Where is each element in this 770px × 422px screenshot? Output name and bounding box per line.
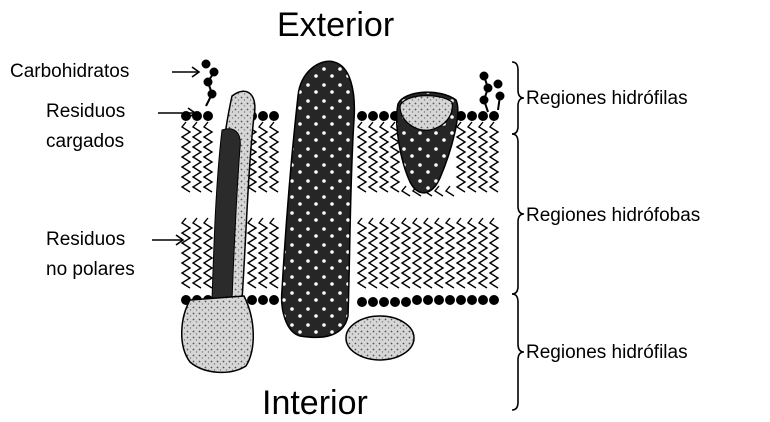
charged-residues-label-line2: cargados <box>46 132 124 151</box>
lipid-tail <box>259 218 267 288</box>
pointer-arrows <box>152 67 199 245</box>
lipid-head <box>357 111 367 121</box>
lipid-head <box>478 111 488 121</box>
charged-residues-label-line1: Residuos <box>46 102 125 121</box>
lipid-tail <box>435 186 443 196</box>
lipid-tail <box>413 218 421 288</box>
lipid-head <box>368 111 378 121</box>
lipid-head <box>379 111 389 121</box>
lipid-head <box>478 295 488 305</box>
lipid-tail <box>380 122 388 192</box>
lipid-tail <box>402 186 410 196</box>
lipid-tail <box>204 122 212 192</box>
lipid-tail <box>479 218 487 288</box>
lipid-tail <box>490 122 498 192</box>
interior-title: Interior <box>262 386 368 420</box>
lipid-tail <box>270 122 278 192</box>
lipid-tail <box>457 218 465 288</box>
lipid-tail <box>446 186 454 196</box>
exterior-title: Exterior <box>277 8 394 42</box>
lipid-head <box>467 111 477 121</box>
lipid-tail <box>468 122 476 192</box>
lipid-tail <box>479 122 487 192</box>
lipid-head <box>379 297 389 307</box>
region-braces <box>512 62 524 410</box>
lipid-head <box>401 297 411 307</box>
lipid-head <box>357 297 367 307</box>
lipid-tail <box>270 218 278 288</box>
lipid-tail <box>369 218 377 288</box>
lipid-tail <box>248 218 256 288</box>
light-protein-bottom <box>346 316 414 360</box>
lipid-tail <box>391 218 399 288</box>
lipid-head <box>412 295 422 305</box>
lipid-head <box>467 295 477 305</box>
carbohydrate-chain-left <box>203 61 218 107</box>
carbohydrates-label: Carbohidratos <box>10 62 129 81</box>
lipid-tail <box>193 218 201 288</box>
lipid-tail <box>490 218 498 288</box>
lipid-tail <box>402 218 410 288</box>
lipid-tail <box>182 218 190 288</box>
lipid-head <box>445 295 455 305</box>
lipid-head <box>258 295 268 305</box>
lipid-head <box>269 111 279 121</box>
lipid-tail <box>380 218 388 288</box>
lipid-tail <box>193 122 201 192</box>
lipid-head <box>434 295 444 305</box>
lipid-head <box>423 295 433 305</box>
nonpolar-residues-label-line2: no polares <box>46 260 135 279</box>
lipid-tail <box>259 122 267 192</box>
lipid-tail <box>435 218 443 288</box>
lipid-tail <box>446 218 454 288</box>
hydrophobic-region-label: Regiones hidrófobas <box>526 206 700 225</box>
lipid-tail <box>182 122 190 192</box>
hydrophilic-region-top-label: Regiones hidrófilas <box>526 89 688 108</box>
carbohydrate-chain-right <box>481 73 504 113</box>
lipid-tail <box>369 122 377 192</box>
light-protein-left-bottom <box>182 296 254 372</box>
lipid-head <box>390 297 400 307</box>
lipid-head <box>456 295 466 305</box>
lipid-head <box>269 295 279 305</box>
dark-protein-center <box>282 61 355 337</box>
lipid-head <box>368 297 378 307</box>
lipid-tail <box>358 218 366 288</box>
lipid-tail <box>468 218 476 288</box>
lipid-head <box>203 111 213 121</box>
lipid-head <box>258 111 268 121</box>
lipid-tail <box>457 122 465 192</box>
nonpolar-residues-label-line1: Residuos <box>46 230 125 249</box>
lipid-tail <box>204 218 212 288</box>
lipid-tail <box>358 122 366 192</box>
hydrophilic-region-bottom-label: Regiones hidrófilas <box>526 343 688 362</box>
lipid-head <box>489 111 499 121</box>
lipid-head <box>489 295 499 305</box>
lipid-head <box>247 295 257 305</box>
lipid-tail <box>424 218 432 288</box>
